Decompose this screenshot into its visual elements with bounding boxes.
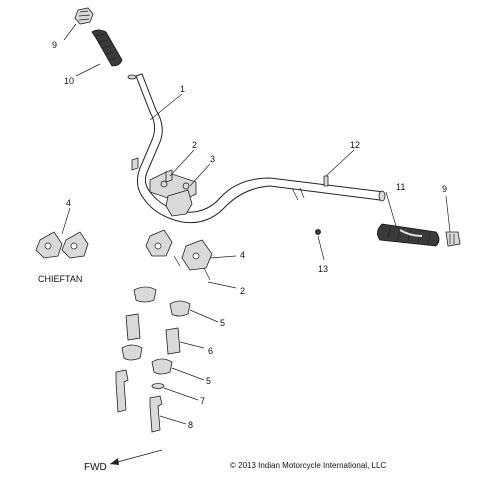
clamp-bolt-top: [131, 157, 173, 183]
bushing-lower-left: [121, 344, 143, 361]
callout-8: 8: [188, 420, 193, 430]
right-grip: [377, 223, 440, 247]
chieftan-riser-left: [35, 231, 63, 259]
callout-2-bottom: 2: [240, 286, 245, 296]
spacer-right: [165, 327, 181, 355]
fwd-arrow: [109, 449, 163, 465]
callout-12: 12: [350, 140, 360, 150]
handlebar-tube: [127, 73, 386, 224]
callout-4-right: 4: [240, 250, 245, 260]
callout-4-left: 4: [66, 198, 71, 208]
callout-9-right: 9: [442, 184, 447, 194]
lower-riser-left: [145, 229, 173, 257]
callout-5-top: 5: [220, 318, 225, 328]
callout-10: 10: [64, 76, 74, 86]
callout-11: 11: [396, 182, 405, 192]
bolt-right: [149, 395, 163, 433]
fwd-label: FWD: [84, 462, 107, 473]
callout-7: 7: [200, 396, 205, 406]
washer: [151, 383, 165, 389]
bushing-upper-right: [169, 300, 191, 317]
riser-clamp: [149, 171, 197, 217]
callout-1: 1: [180, 84, 185, 94]
left-end-cap: [74, 7, 94, 25]
lower-riser-right: [173, 239, 213, 281]
chieftan-label: CHIEFTAN: [38, 274, 82, 284]
bolt-left: [115, 369, 129, 413]
chieftan-riser-right: [61, 231, 89, 259]
callout-6: 6: [208, 346, 213, 356]
left-grip: [91, 29, 123, 67]
right-end-cap: [445, 231, 461, 247]
callout-13: 13: [318, 264, 328, 274]
bushing-lower-right: [151, 358, 173, 375]
nut: [315, 229, 321, 235]
bushing-upper-left: [133, 286, 157, 303]
leader-lines: [61, 23, 451, 425]
callout-3: 3: [210, 154, 215, 164]
wiring-screw: [323, 175, 329, 187]
callout-2-top: 2: [192, 140, 197, 150]
callout-9-top: 9: [52, 40, 57, 50]
copyright-text: © 2013 Indian Motorcycle International, …: [230, 461, 386, 470]
callout-5-bottom: 5: [206, 376, 211, 386]
spacer-left: [125, 313, 141, 341]
